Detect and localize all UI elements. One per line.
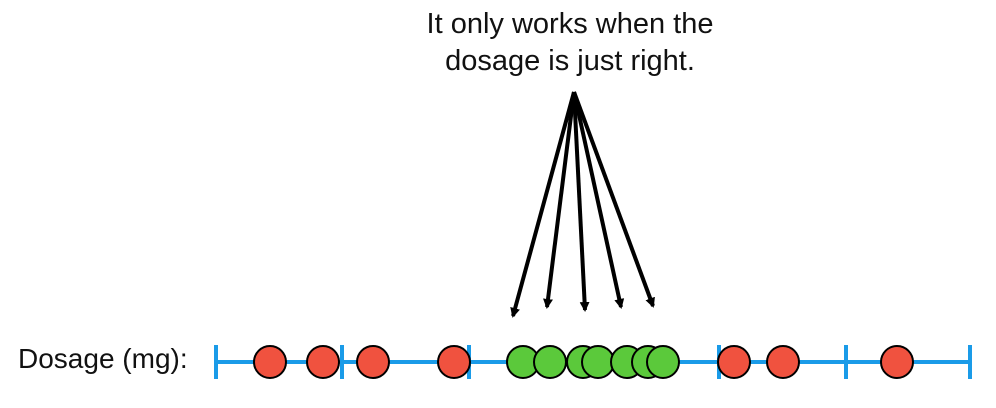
ineffective-dose-point bbox=[437, 345, 471, 379]
arrows-group bbox=[510, 91, 655, 318]
annotation-line-1: It only works when the bbox=[426, 8, 714, 40]
pointer-arrow bbox=[510, 91, 576, 318]
dosage-points bbox=[253, 345, 914, 379]
ineffective-dose-point bbox=[880, 345, 914, 379]
ineffective-dose-point bbox=[766, 345, 800, 379]
pointer-arrow bbox=[572, 91, 655, 308]
pointer-arrow bbox=[572, 91, 625, 309]
annotation-line-2: dosage is just right. bbox=[445, 45, 695, 77]
ineffective-dose-point bbox=[356, 345, 390, 379]
axis-label: Dosage (mg): bbox=[18, 343, 188, 374]
ineffective-dose-point bbox=[717, 345, 751, 379]
effective-dose-point bbox=[646, 345, 680, 379]
annotation-text: It only works when the dosage is just ri… bbox=[380, 6, 760, 80]
pointer-arrow bbox=[543, 91, 576, 309]
effective-dose-point bbox=[581, 345, 615, 379]
effective-dose-point bbox=[533, 345, 567, 379]
pointer-arrow bbox=[572, 91, 590, 312]
ineffective-dose-point bbox=[306, 345, 340, 379]
ineffective-dose-point bbox=[253, 345, 287, 379]
